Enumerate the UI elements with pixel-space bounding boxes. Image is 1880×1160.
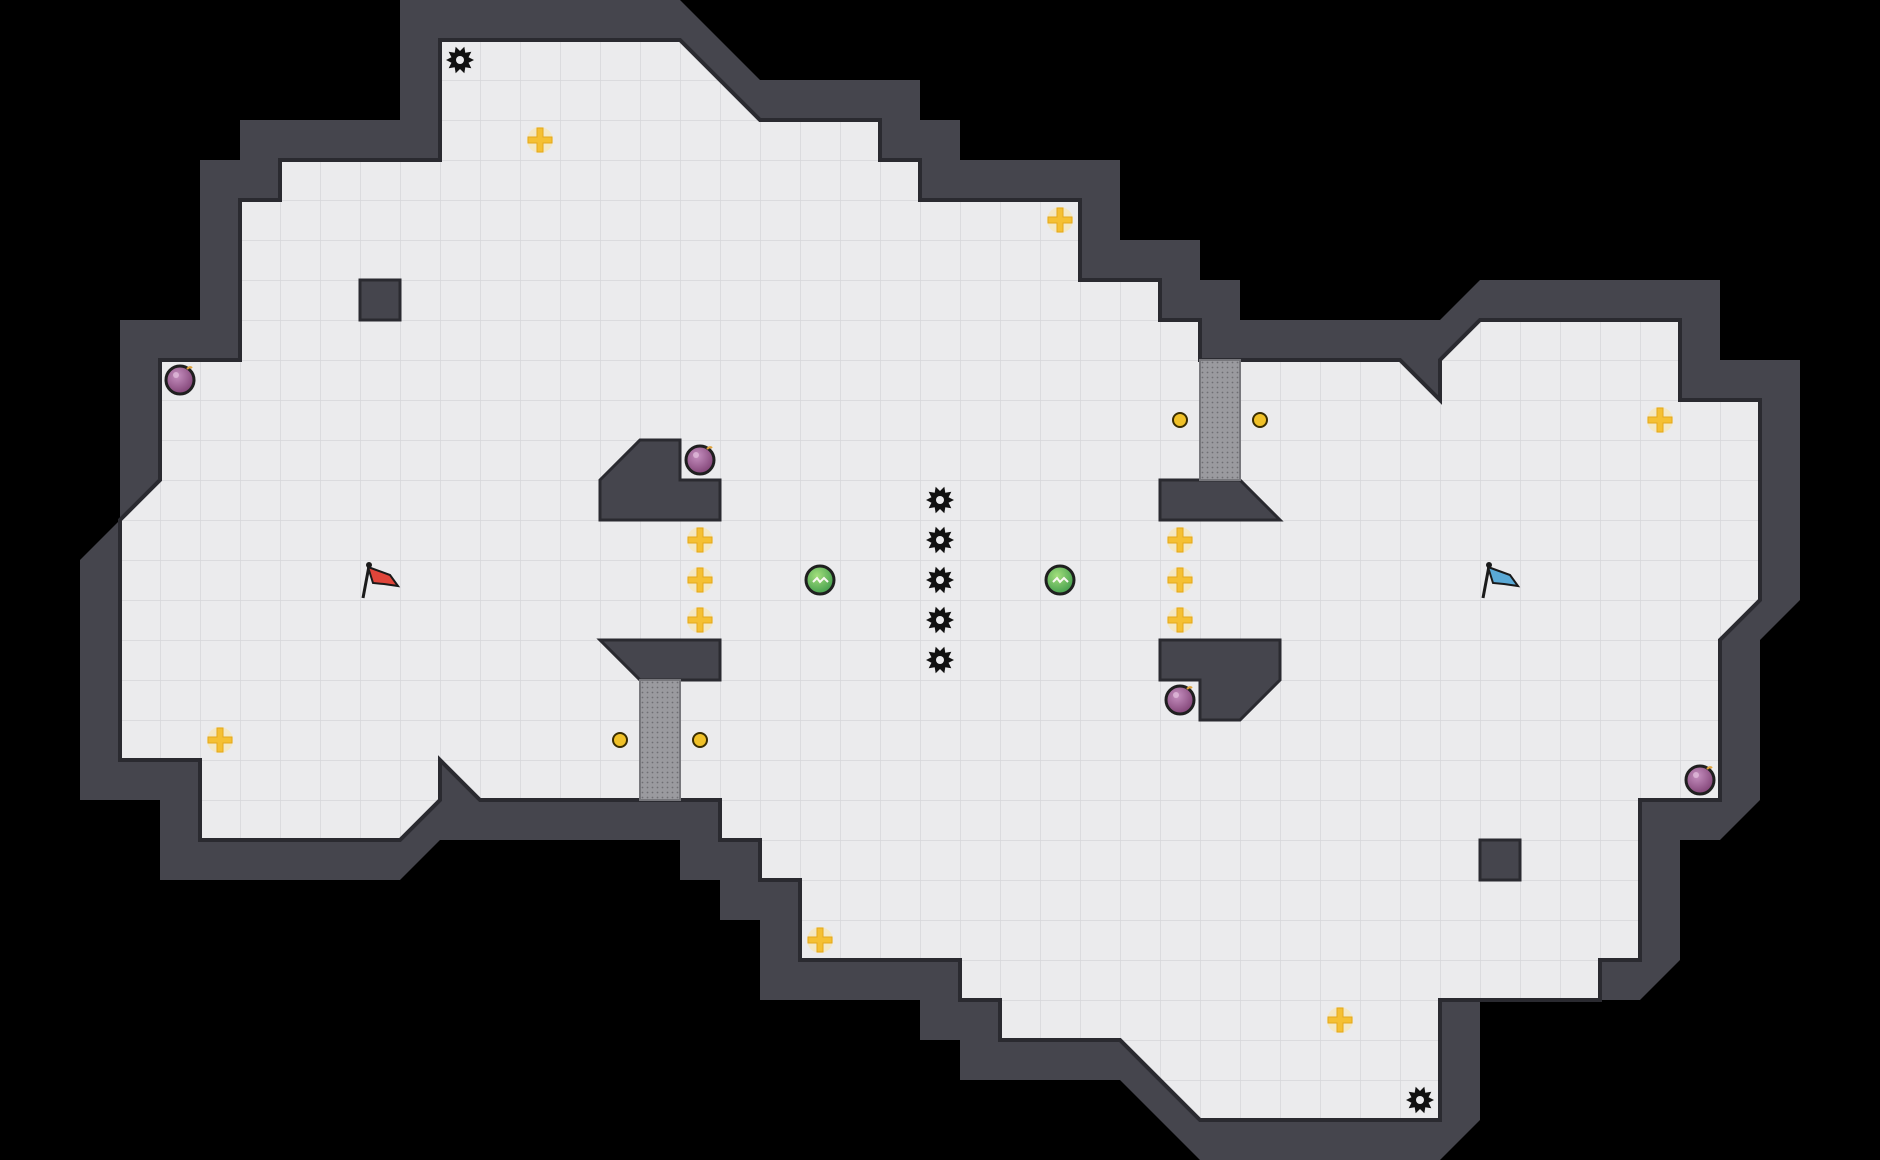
boost-icon[interactable] [207, 727, 233, 753]
spike-icon [926, 606, 954, 634]
spikes [446, 46, 1434, 1114]
boost-icon[interactable] [687, 607, 713, 633]
gate-button[interactable] [692, 732, 708, 748]
boost-icon[interactable] [1167, 567, 1193, 593]
bomb-icon[interactable] [1164, 684, 1196, 716]
left-lower-barrier [596, 638, 722, 682]
boost-icon[interactable] [1047, 207, 1073, 233]
gates [639, 359, 1241, 801]
boosts [207, 127, 1673, 1033]
gate-tile-left [639, 679, 681, 801]
left-upper-barrier [598, 438, 722, 522]
interior-walls [358, 278, 1522, 882]
boost-icon[interactable] [807, 927, 833, 953]
powerup-icon[interactable] [804, 564, 836, 596]
spike-icon [926, 566, 954, 594]
gate-button[interactable] [1172, 412, 1188, 428]
spike-icon [926, 646, 954, 674]
spike-icon [926, 526, 954, 554]
gate-button[interactable] [1252, 412, 1268, 428]
gate-button[interactable] [612, 732, 628, 748]
bomb-icon[interactable] [1684, 764, 1716, 796]
bomb-icon[interactable] [164, 364, 196, 396]
boost-icon[interactable] [687, 567, 713, 593]
gate-tile-right [1199, 359, 1241, 481]
powerups [804, 564, 1076, 596]
spike-icon [446, 46, 474, 74]
bombs [164, 364, 1716, 796]
spike-icon [1406, 1086, 1434, 1114]
right-lower-barrier [1158, 638, 1282, 722]
boost-icon[interactable] [1167, 527, 1193, 553]
pillar-wall [1478, 838, 1522, 882]
blue-flag-icon[interactable] [1481, 562, 1521, 599]
powerup-icon[interactable] [1044, 564, 1076, 596]
buttons [612, 412, 1268, 748]
boost-icon[interactable] [1167, 607, 1193, 633]
boost-icon[interactable] [687, 527, 713, 553]
bomb-icon[interactable] [684, 444, 716, 476]
spike-icon [926, 486, 954, 514]
boost-icon[interactable] [1327, 1007, 1353, 1033]
boost-icon[interactable] [527, 127, 553, 153]
boost-icon[interactable] [1647, 407, 1673, 433]
flags [361, 562, 1521, 599]
pillar-wall [358, 278, 402, 322]
red-flag-icon[interactable] [361, 562, 401, 599]
